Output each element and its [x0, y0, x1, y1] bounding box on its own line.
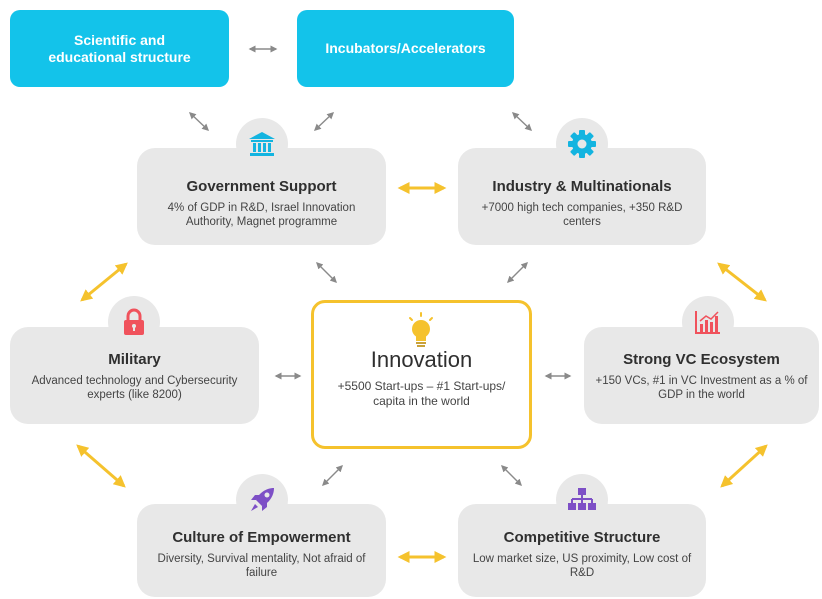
- arrow-industry-innovation: [507, 262, 528, 283]
- lightbulb-icon: [409, 312, 433, 347]
- competitive-desc: Low market size, US proximity, Low cost …: [472, 553, 692, 579]
- incubators-box: Incubators/Accelerators: [297, 10, 514, 87]
- innovation-desc: +5500 Start-ups – #1 Start-ups/ capita i…: [337, 379, 506, 408]
- arrow-government-innovation: [316, 262, 337, 283]
- government-support-desc: 4% of GDP in R&D, Israel Innovation Auth…: [167, 202, 356, 228]
- industry-icon-badge: [556, 118, 608, 170]
- culture-desc: Diversity, Survival mentality, Not afrai…: [157, 553, 366, 579]
- arrow-industry-vc: [717, 262, 767, 302]
- rocket-icon: [251, 488, 274, 511]
- culture-title: Culture of Empowerment: [172, 529, 351, 546]
- arrow-innovation-competitive: [501, 465, 522, 486]
- org-chart-icon: [568, 488, 596, 510]
- arrow-government-military: [80, 262, 128, 302]
- military-title: Military: [108, 351, 161, 368]
- military-icon-badge: [108, 296, 160, 348]
- competitive-icon-badge: [556, 474, 608, 526]
- bank-icon: [249, 132, 275, 156]
- culture-icon-badge: [236, 474, 288, 526]
- government-support-box: Government Support 4% of GDP in R&D, Isr…: [137, 148, 386, 245]
- lock-icon: [124, 308, 144, 335]
- scientific-educational-label: Scientific and educational structure: [48, 31, 191, 65]
- gear-icon: [568, 130, 596, 158]
- bar-chart-icon: [695, 311, 720, 334]
- arrow-innovation-culture: [322, 465, 343, 486]
- arrow-incubators-industry: [511, 112, 533, 131]
- arrow-vc-competitive: [720, 444, 768, 488]
- vc-ecosystem-desc: +150 VCs, #1 in VC Investment as a % of …: [595, 375, 808, 401]
- vc-ecosystem-title: Strong VC Ecosystem: [623, 351, 780, 368]
- military-desc: Advanced technology and Cybersecurity ex…: [31, 375, 238, 401]
- vc-icon-badge: [682, 296, 734, 348]
- government-support-title: Government Support: [186, 178, 337, 195]
- arrow-incubators-government: [313, 112, 335, 131]
- arrow-military-culture: [76, 444, 126, 488]
- industry-desc: +7000 high tech companies, +350 R&D cent…: [481, 202, 683, 228]
- competitive-title: Competitive Structure: [503, 529, 661, 546]
- incubators-label: Incubators/Accelerators: [325, 40, 486, 56]
- scientific-educational-box: Scientific and educational structure: [10, 10, 229, 87]
- innovation-title: Innovation: [370, 347, 473, 372]
- industry-title: Industry & Multinationals: [492, 178, 672, 195]
- arrow-scientific-government: [188, 112, 210, 131]
- government-icon-badge: [236, 118, 288, 170]
